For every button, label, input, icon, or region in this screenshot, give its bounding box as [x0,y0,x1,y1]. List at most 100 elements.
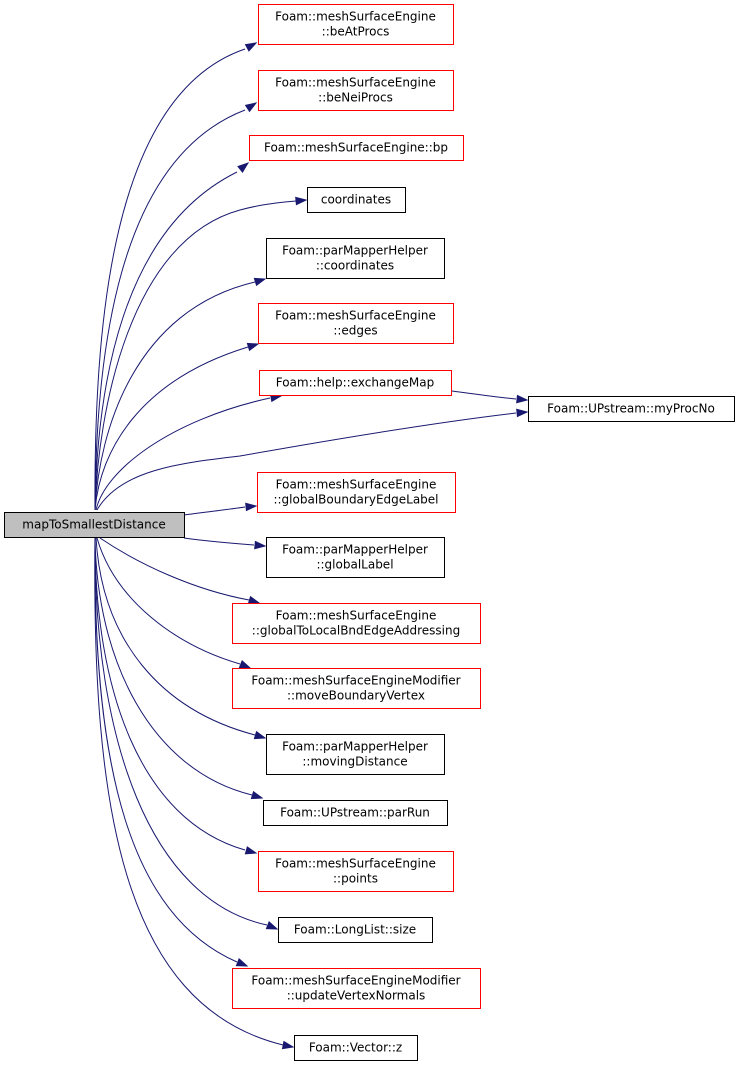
node-label-line: ::globalBoundaryEdgeLabel [273,493,438,507]
edge-root-to-updateVertexNormals [94,537,249,967]
edge-root-to-beAtProcs [94,42,258,511]
node-box [528,396,735,422]
edge-root-to-globalToLocal [99,537,261,605]
edge-root-to-bp [94,162,250,511]
node-label-line: coordinates [321,193,391,207]
node-vectorZ[interactable]: Foam::Vector::z [294,1035,418,1061]
arrow-head-icon [235,958,249,967]
node-edges[interactable]: Foam::meshSurfaceEngine::edges [258,303,454,344]
edge-line [183,537,255,546]
node-box [258,70,454,111]
arrow-head-icon [253,730,267,740]
arrow-head-icon [265,921,279,930]
node-label-line: ::updateVertexNormals [287,989,426,1003]
node-parRun[interactable]: Foam::UPstream::parRun [263,800,448,826]
edge-line [94,537,238,963]
node-label-line: Foam::meshSurfaceEngine [275,309,436,323]
node-box [278,917,433,943]
node-label-line: mapToSmallestDistance [22,518,165,532]
node-coordinates[interactable]: coordinates [307,187,406,213]
node-label-line: Foam::meshSurfaceEngine [275,76,436,90]
node-label-line: Foam::meshSurfaceEngine [276,478,437,492]
node-globalToLocal[interactable]: Foam::meshSurfaceEngine::globalToLocalBn… [232,603,481,644]
node-box [266,734,445,775]
edge-root-to-exchangeMap [95,393,283,511]
node-label-line: ::edges [333,324,377,338]
arrow-head-icon [247,595,261,605]
node-box [258,4,454,45]
node-box [249,135,464,161]
arrow-head-icon [238,660,252,669]
node-label-line: ::movingDistance [302,755,407,769]
node-label-line: ::coordinates [316,259,394,273]
arrow-head-icon [237,162,250,173]
edge-root-to-points [94,537,258,855]
node-box [259,370,452,396]
edge-line [95,537,256,736]
arrow-head-icon [281,1040,295,1050]
node-label-line: ::points [333,872,378,886]
node-box [257,472,456,513]
edge-root-to-globalLabel [183,537,267,550]
edge-line [94,109,246,511]
node-label-line: Foam::parMapperHelper [282,740,428,754]
node-label-line: Foam::meshSurfaceEngine [275,857,436,871]
node-label-line: ::moveBoundaryVertex [287,689,425,703]
node-label-line: ::globalLabel [316,558,393,572]
node-label-line: Foam::UPstream::parRun [280,806,430,820]
arrow-head-icon [516,408,529,418]
node-label-line: Foam::meshSurfaceEngine [276,609,437,623]
node-label-line: Foam::help::exchangeMap [276,376,435,390]
edge-root-to-movingDistance [95,537,267,740]
node-box [266,537,445,578]
edge-line [183,506,246,516]
node-box [294,1035,418,1061]
edge-root-to-parRun [94,537,264,800]
node-box [263,800,448,826]
edge-root-to-beNeiProcs [94,102,258,511]
node-beNeiProcs[interactable]: Foam::meshSurfaceEngine::beNeiProcs [258,70,454,111]
node-size[interactable]: Foam::LongList::size [278,917,433,943]
node-movingDistance[interactable]: Foam::parMapperHelper::movingDistance [266,734,445,775]
arrow-head-icon [244,846,258,855]
edge-line [94,537,253,796]
node-box [258,851,454,892]
edge-root-to-moveBoundaryVertex [96,537,252,669]
edge-line [94,48,246,511]
edge-root-to-pmhCoordinates [94,277,267,511]
edge-root-to-globalBoundaryEdgeLabel [183,502,258,516]
node-label-line: Foam::LongList::size [294,923,416,937]
arrow-head-icon [250,790,264,800]
edge-root-to-size [94,537,279,930]
node-beAtProcs[interactable]: Foam::meshSurfaceEngine::beAtProcs [258,4,454,45]
node-points[interactable]: Foam::meshSurfaceEngine::points [258,851,454,892]
node-moveBoundaryVertex[interactable]: Foam::meshSurfaceEngineModifier::moveBou… [232,668,481,709]
node-globalBoundaryEdgeLabel[interactable]: Foam::meshSurfaceEngine::globalBoundaryE… [257,472,456,513]
edge-line [96,537,241,665]
node-label-line: Foam::parMapperHelper [282,543,428,557]
edge-line [94,281,256,511]
node-bp[interactable]: Foam::meshSurfaceEngine::bp [249,135,464,161]
node-myProcNo[interactable]: Foam::UPstream::myProcNo [528,396,735,422]
edge-line [95,397,271,511]
node-exchangeMap[interactable]: Foam::help::exchangeMap [259,370,452,396]
node-root[interactable]: mapToSmallestDistance [4,512,185,538]
node-box [266,238,445,279]
node-updateVertexNormals[interactable]: Foam::meshSurfaceEngineModifier::updateV… [232,968,481,1009]
node-pmhCoordinates[interactable]: Foam::parMapperHelper::coordinates [266,238,445,279]
node-box [4,512,185,538]
arrow-head-icon [254,540,267,550]
node-label-line: Foam::meshSurfaceEngine::bp [264,141,448,155]
node-globalLabel[interactable]: Foam::parMapperHelper::globalLabel [266,537,445,578]
arrow-head-icon [244,42,258,52]
arrow-head-icon [295,196,308,206]
edge-root-to-vectorZ [94,537,295,1050]
arrow-head-icon [253,277,267,287]
node-label-line: Foam::UPstream::myProcNo [547,402,715,416]
arrow-head-icon [245,502,258,512]
node-box [307,187,406,213]
node-label-line: ::beAtProcs [322,25,390,39]
edge-line [94,171,238,511]
edge-line [94,200,297,511]
